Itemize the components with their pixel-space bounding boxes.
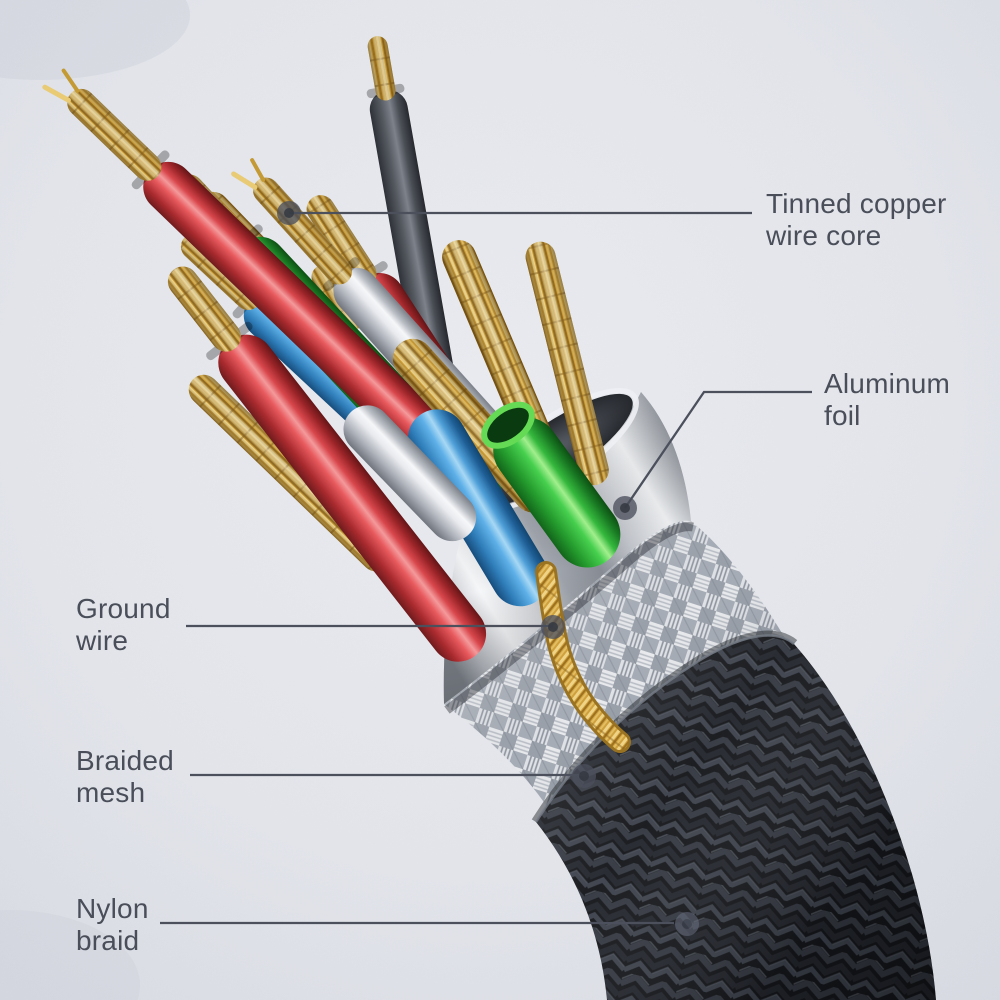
label-aluminum-foil: Aluminum foil: [824, 368, 951, 431]
dot-nylon-braid: [675, 912, 699, 936]
wire-fan: [42, 36, 621, 662]
braided-mesh-layer: [444, 520, 786, 830]
label-tinned-copper-wire-core: Tinned copper wire core: [766, 188, 947, 251]
callout-leaders: [160, 201, 812, 936]
wire-red-large: [167, 266, 487, 662]
label-nylon-braid: Nylon braid: [76, 893, 149, 956]
wire-blue-large: [407, 409, 550, 607]
ground-wire: [535, 561, 631, 753]
nylon-braid-layer: [534, 634, 936, 1000]
wire-green-open-end: [481, 401, 621, 568]
dot-ground-wire: [541, 615, 565, 639]
dot-tinned-copper: [277, 201, 301, 225]
foil-edge-shadow: [444, 522, 694, 714]
dot-aluminum-foil: [613, 496, 637, 520]
wire-red-top: [42, 68, 442, 452]
label-braided-mesh: Braided mesh: [76, 745, 174, 808]
dot-braided-mesh: [572, 764, 596, 788]
leader-aluminum-foil: [624, 390, 812, 509]
wire-bare-copper-right-b: [525, 241, 609, 486]
wire-gray-sleeve: [343, 405, 477, 542]
label-ground-wire: Ground wire: [76, 593, 171, 656]
